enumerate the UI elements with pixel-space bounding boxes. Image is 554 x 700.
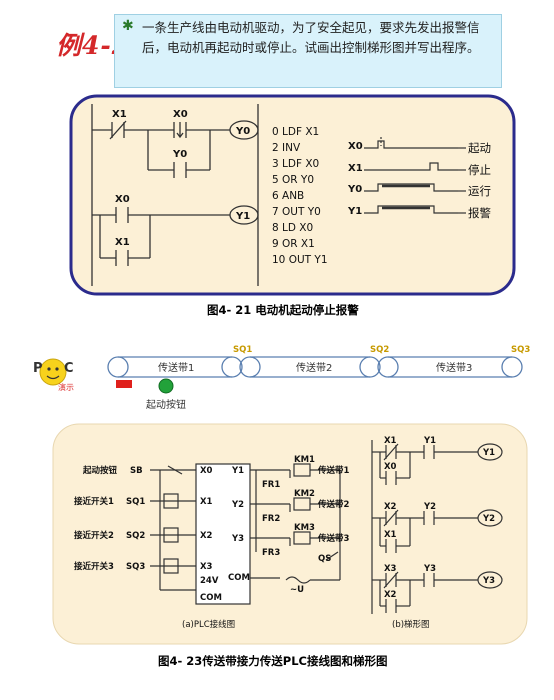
fig23-coil-y1: Y1: [482, 448, 495, 458]
timing-label-run: 运行: [468, 184, 491, 198]
wiring-load-1: 传送带1: [317, 465, 350, 476]
wiring-device-sq1: SQ1: [126, 497, 145, 507]
fig21-coil-y0: Y0: [235, 126, 250, 137]
switch-sq2: SQ2: [370, 345, 389, 355]
wiring-load-2: 传送带2: [317, 499, 350, 510]
fig23-contact-x1: X1: [384, 436, 397, 446]
fig23-contact-y3: Y3: [423, 564, 436, 574]
wiring-contactor-km2: KM2: [294, 489, 315, 499]
fig23-contact-x1-b: X1: [384, 530, 397, 540]
svg-text:P: P: [33, 361, 43, 376]
wiring-input-x2: X2: [200, 531, 213, 541]
fig21-coil-y1: Y1: [235, 211, 250, 222]
belt-2: 传送带2: [296, 361, 332, 374]
belt-3: 传送带3: [436, 361, 472, 374]
switch-sq3: SQ3: [511, 345, 530, 355]
wiring-input-label-1: 接近开关1: [74, 496, 114, 507]
wiring-input-label-0: 起动按钮: [82, 465, 118, 476]
wiring-load-3: 传送带3: [317, 533, 350, 544]
program-line: 8 LD X0: [272, 222, 313, 234]
star-icon: ✱: [122, 18, 134, 34]
wiring-contactor-km1: KM1: [294, 455, 315, 465]
fig23-coil-y2: Y2: [482, 514, 495, 524]
wiring-fuse-fr3: FR3: [262, 548, 280, 558]
timing-signal-y1: Y1: [347, 206, 362, 217]
fig23-contact-x0: X0: [384, 462, 397, 472]
program-line: 9 OR X1: [272, 238, 315, 250]
conveyor-demo: P C 演示 传送带1 传送带2 传送带3 SQ1 SQ2 SQ3 起动按钮: [33, 345, 530, 411]
wiring-fuse-fr2: FR2: [262, 514, 280, 524]
wiring-supply: ~U: [290, 585, 304, 595]
problem-text: 一条生产线由电动机驱动，为了安全起见，要求先发出报警信后，电动机再起动时或停止。…: [142, 20, 480, 55]
program-line: 7 OUT Y0: [272, 206, 321, 218]
fig21-timing: [364, 137, 466, 214]
plc-wiring: [150, 463, 341, 605]
fig23-contact-x2-b: X2: [384, 590, 397, 600]
program-line: 3 LDF X0: [272, 158, 319, 170]
fig23-caption: 图4- 23传送带接力传送PLC接线图和梯形图: [158, 654, 387, 668]
fig23-contact-x3: X3: [384, 564, 397, 574]
timing-label-alarm: 报警: [468, 206, 491, 220]
timing-signal-x0: X0: [348, 141, 363, 152]
belt-1: 传送带1: [158, 361, 194, 374]
fig21-contact-x0: X0: [173, 109, 188, 120]
wiring-input-x3: X3: [200, 562, 213, 572]
fig21-caption: 图4- 21 电动机起动停止报警: [207, 303, 359, 317]
fig21-contact-x0-b: X0: [115, 194, 130, 205]
wiring-input-label-3: 接近开关3: [74, 561, 114, 572]
wiring-terminal-com: COM: [200, 593, 222, 603]
wiring-output-y3: Y3: [231, 534, 244, 544]
fig21-rung-1: [92, 120, 259, 178]
timing-label-stop: 停止: [468, 163, 491, 177]
wiring-terminal-24v: 24V: [200, 576, 219, 586]
fig23-contact-y1: Y1: [423, 436, 436, 446]
logo-text: 演示: [58, 382, 74, 392]
program-line: 6 ANB: [272, 190, 304, 202]
switch-sq1: SQ1: [233, 345, 252, 355]
start-button[interactable]: [158, 378, 174, 394]
fig21-contact-x1: X1: [112, 109, 127, 120]
wiring-device-sb: SB: [130, 466, 143, 476]
fig21-panel: X1 X0 Y0 X0 X1 Y0 Y1 0 LDF X1 2 INV 3 LD…: [69, 94, 516, 296]
wiring-device-sq2: SQ2: [126, 531, 145, 541]
wiring-input-x0: X0: [200, 466, 213, 476]
ladder-caption: (b)梯形图: [392, 619, 430, 630]
fig23-panel: 起动按钮 接近开关1 接近开关2 接近开关3 SB SQ1 SQ2 SQ3 X0…: [52, 423, 528, 645]
stop-button[interactable]: [116, 380, 132, 388]
start-button-label: 起动按钮: [146, 398, 186, 411]
program-line: 0 LDF X1: [272, 126, 319, 138]
wiring-switch-qs: QS: [318, 554, 331, 564]
timing-signal-y0: Y0: [347, 184, 362, 195]
wiring-device-sq3: SQ3: [126, 562, 145, 572]
wiring-terminal-com-out: COM: [228, 573, 250, 583]
wiring-fuse-fr1: FR1: [262, 480, 280, 490]
program-line: 10 OUT Y1: [272, 254, 328, 266]
problem-box: [114, 14, 502, 88]
wiring-output-y2: Y2: [231, 500, 244, 510]
program-line: 5 OR Y0: [272, 174, 314, 186]
fig21-contact-x1-b: X1: [115, 237, 130, 248]
wiring-caption: (a)PLC接线图: [182, 619, 235, 630]
timing-label-start: 起动: [468, 141, 491, 155]
wiring-output-y1: Y1: [231, 466, 244, 476]
fig23-coil-y3: Y3: [482, 576, 495, 586]
fig21-contact-y0: Y0: [172, 149, 187, 160]
wiring-input-x1: X1: [200, 497, 213, 507]
wiring-input-label-2: 接近开关2: [74, 530, 114, 541]
wiring-contactor-km3: KM3: [294, 523, 315, 533]
fig21-rung-2: [92, 205, 259, 266]
fig23-contact-x2: X2: [384, 502, 397, 512]
fig21-program: 0 LDF X1 2 INV 3 LDF X0 5 OR Y0 6 ANB 7 …: [272, 126, 328, 266]
fig23-contact-y2: Y2: [423, 502, 436, 512]
fig23-ladder: [371, 440, 503, 614]
svg-text:C: C: [64, 361, 74, 376]
demo-logo: P C 演示: [33, 358, 74, 392]
timing-signal-x1: X1: [348, 163, 363, 174]
program-line: 2 INV: [272, 142, 301, 154]
